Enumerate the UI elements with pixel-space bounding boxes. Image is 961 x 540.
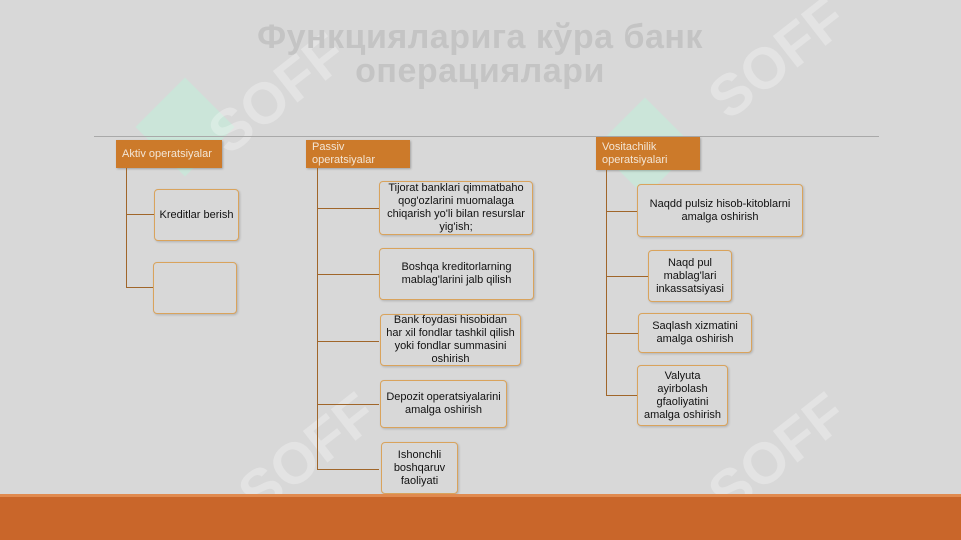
vositachilik-item-valyuta: Valyuta ayirbolash gfaoliyatini amalga o…: [637, 365, 728, 426]
vositachilik-connector-branch: [606, 395, 637, 396]
passiv-connector-branch: [317, 341, 379, 342]
passiv-item-fondlar: Bank foydasi hisobidan har xil fondlar t…: [380, 314, 521, 366]
vositachilik-item-inkassatsiya: Naqd pul mablag'lari inkassatsiyasi: [648, 250, 732, 302]
aktiv-item-kreditlar: Kreditlar berish: [154, 189, 239, 241]
vositachilik-connector-trunk: [606, 170, 607, 395]
footer-accent-line: [0, 494, 961, 497]
aktiv-connector-branch: [126, 287, 153, 288]
passiv-connector-branch: [317, 208, 379, 209]
title-divider: [94, 136, 879, 137]
vositachilik-item-hisob-kitob: Naqdd pulsiz hisob-kitoblarni amalga osh…: [637, 184, 803, 237]
passiv-header: Passiv operatsiyalar: [306, 140, 410, 168]
aktiv-connector-branch: [126, 214, 154, 215]
slide-title: Функцияларига кўра банк операциялари: [180, 20, 780, 88]
vositachilik-header: Vositachilik operatsiyalari: [596, 137, 700, 170]
passiv-item-kreditorlar: Boshqa kreditorlarning mablag'larini jal…: [379, 248, 534, 300]
title-line-1: Функцияларига кўра банк: [257, 18, 703, 56]
vositachilik-item-saqlash: Saqlash xizmatini amalga oshirish: [638, 313, 752, 353]
passiv-connector-branch: [317, 274, 379, 275]
footer-band: [0, 497, 961, 540]
aktiv-header: Aktiv operatsiyalar: [116, 140, 222, 168]
vositachilik-connector-branch: [606, 333, 638, 334]
aktiv-connector-trunk: [126, 168, 127, 287]
aktiv-item-empty: [153, 262, 237, 314]
passiv-item-depozit: Depozit operatsiyalarini amalga oshirish: [380, 380, 507, 428]
passiv-connector-branch: [317, 404, 379, 405]
vositachilik-connector-branch: [606, 211, 637, 212]
passiv-item-qimmatbaho: Tijorat banklari qimmatbaho qog'ozlarini…: [379, 181, 533, 235]
title-line-2: операциялари: [355, 52, 605, 90]
passiv-connector-branch: [317, 469, 379, 470]
passiv-connector-trunk: [317, 168, 318, 469]
passiv-item-boshqaruv: Ishonchli boshqaruv faoliyati: [381, 442, 458, 494]
vositachilik-connector-branch: [606, 276, 648, 277]
